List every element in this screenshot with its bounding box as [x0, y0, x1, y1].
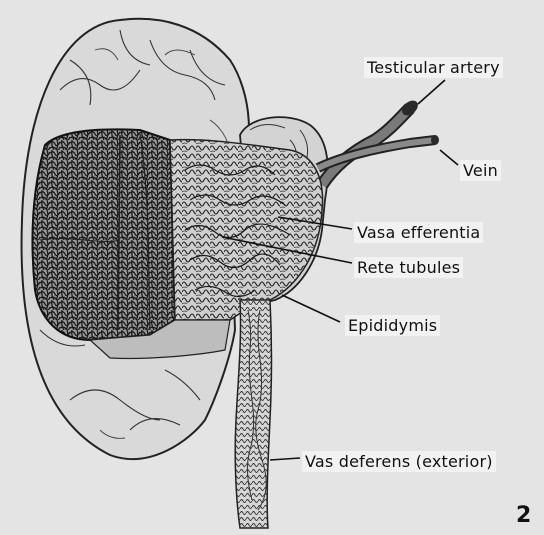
- leader-vein: [440, 150, 458, 165]
- leader-testicular-artery: [418, 80, 445, 104]
- label-testicular-artery: Testicular artery: [364, 57, 503, 78]
- label-vas-deferens: Vas deferens (exterior): [302, 451, 496, 472]
- plate-number: 2: [516, 503, 531, 528]
- label-vasa-efferentia: Vasa efferentia: [354, 222, 483, 243]
- seminiferous-tubules: [32, 129, 175, 340]
- vas-deferens-duct: [235, 300, 271, 528]
- leader-epididymis: [282, 295, 340, 322]
- leader-vas-deferens: [270, 458, 300, 460]
- label-epididymis: Epididymis: [345, 315, 440, 336]
- vasa-efferentia-region: [170, 140, 323, 320]
- label-rete-tubules: Rete tubules: [354, 257, 463, 278]
- label-vein: Vein: [460, 160, 501, 181]
